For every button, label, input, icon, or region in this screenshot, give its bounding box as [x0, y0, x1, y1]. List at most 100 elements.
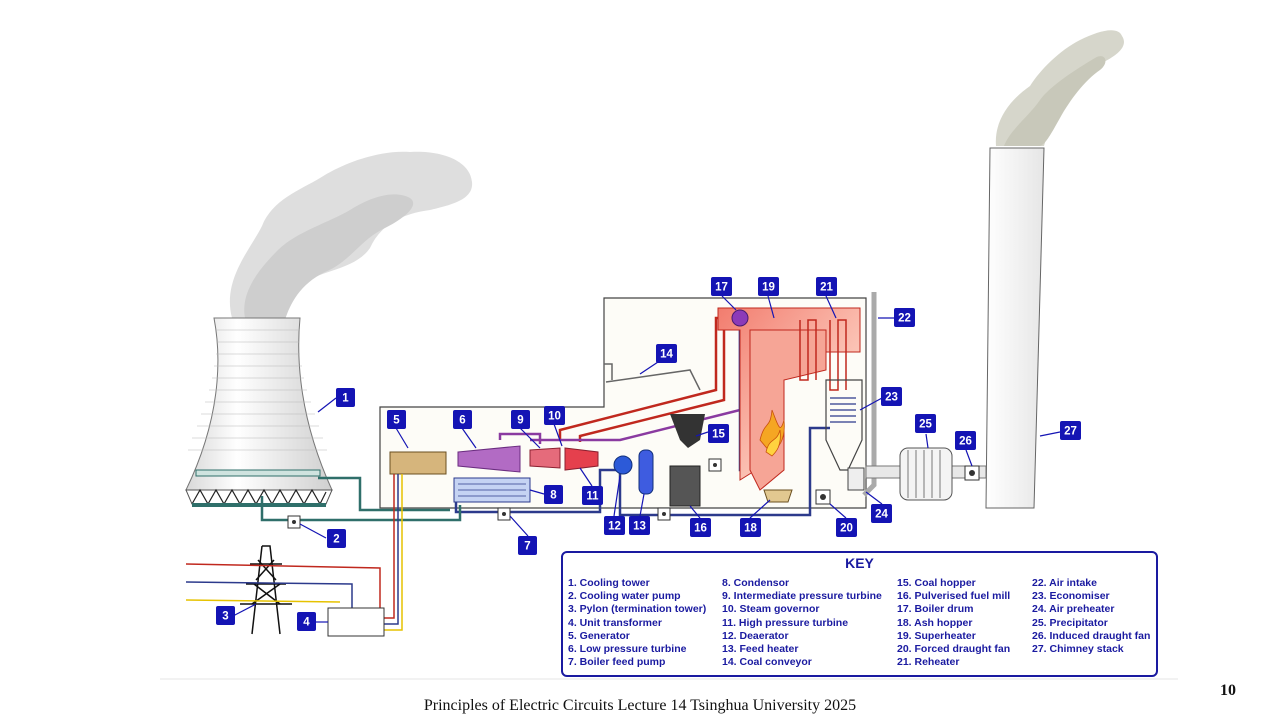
marker-20: 20 — [836, 518, 857, 537]
svg-text:7: 7 — [524, 541, 530, 553]
generator — [390, 452, 446, 474]
key-item: 20. Forced draught fan — [897, 643, 1010, 656]
marker-5: 5 — [387, 410, 406, 429]
key-item: 22. Air intake — [1032, 577, 1150, 590]
key-item: 25. Precipitator — [1032, 617, 1150, 630]
slide-footer: Principles of Electric Circuits Lecture … — [0, 697, 1280, 715]
key-item: 4. Unit transformer — [568, 617, 706, 630]
marker-25: 25 — [915, 414, 936, 433]
marker-2: 2 — [327, 529, 346, 548]
svg-text:20: 20 — [840, 523, 853, 535]
key-item: 12. Deaerator — [722, 630, 882, 643]
svg-text:3: 3 — [222, 611, 228, 623]
svg-text:12: 12 — [608, 521, 621, 533]
key-item: 23. Economiser — [1032, 590, 1150, 603]
marker-26: 26 — [955, 431, 976, 450]
diagram-key: KEY 1. Cooling tower 2. Cooling water pu… — [561, 551, 1158, 677]
deaerator — [614, 456, 632, 474]
marker-11: 11 — [582, 486, 603, 505]
svg-text:23: 23 — [885, 392, 898, 404]
marker-15: 15 — [708, 424, 729, 443]
steam-plume — [230, 152, 472, 320]
svg-text:27: 27 — [1064, 426, 1077, 438]
key-item: 8. Condensor — [722, 577, 882, 590]
marker-18: 18 — [740, 518, 761, 537]
svg-text:17: 17 — [715, 282, 728, 294]
cooling-tower — [186, 318, 332, 507]
svg-text:14: 14 — [660, 349, 673, 361]
marker-27: 27 — [1060, 421, 1081, 440]
svg-text:4: 4 — [303, 617, 310, 629]
air-preheater — [848, 468, 864, 490]
ash-hopper — [764, 490, 792, 502]
key-item: 11. High pressure turbine — [722, 617, 882, 630]
svg-text:2: 2 — [333, 534, 339, 546]
svg-text:25: 25 — [919, 419, 932, 431]
hp-turbine — [565, 448, 598, 470]
svg-text:18: 18 — [744, 523, 757, 535]
svg-text:1: 1 — [342, 393, 349, 405]
key-item: 21. Reheater — [897, 656, 1010, 669]
marker-19: 19 — [758, 277, 779, 296]
key-item: 6. Low pressure turbine — [568, 643, 706, 656]
fuel-mill — [670, 466, 700, 506]
page-number: 10 — [1208, 682, 1248, 700]
svg-text:15: 15 — [712, 429, 725, 441]
svg-text:5: 5 — [393, 415, 400, 427]
marker-16: 16 — [690, 518, 711, 537]
marker-3: 3 — [216, 606, 235, 625]
marker-6: 6 — [453, 410, 472, 429]
key-column-4: 22. Air intake 23. Economiser 24. Air pr… — [1032, 577, 1150, 656]
svg-text:21: 21 — [820, 282, 833, 294]
svg-text:24: 24 — [875, 509, 888, 521]
marker-13: 13 — [629, 516, 650, 535]
svg-text:6: 6 — [459, 415, 465, 427]
marker-22: 22 — [894, 308, 915, 327]
marker-9: 9 — [511, 410, 530, 429]
boiler-drum — [732, 310, 748, 326]
key-title: KEY — [563, 555, 1156, 571]
key-column-3: 15. Coal hopper 16. Pulverised fuel mill… — [897, 577, 1010, 669]
svg-text:16: 16 — [694, 523, 707, 535]
key-item: 2. Cooling water pump — [568, 590, 706, 603]
marker-17: 17 — [711, 277, 732, 296]
key-item: 9. Intermediate pressure turbine — [722, 590, 882, 603]
marker-8: 8 — [544, 485, 563, 504]
svg-text:26: 26 — [959, 436, 972, 448]
unit-transformer — [328, 608, 384, 636]
key-item: 18. Ash hopper — [897, 617, 1010, 630]
key-item: 13. Feed heater — [722, 643, 882, 656]
key-column-2: 8. Condensor 9. Intermediate pressure tu… — [722, 577, 882, 669]
key-item: 16. Pulverised fuel mill — [897, 590, 1010, 603]
chimney-smoke — [996, 30, 1124, 146]
chimney-stack — [986, 148, 1044, 508]
key-item: 17. Boiler drum — [897, 603, 1010, 616]
key-item: 19. Superheater — [897, 630, 1010, 643]
key-item: 27. Chimney stack — [1032, 643, 1150, 656]
key-column-1: 1. Cooling tower 2. Cooling water pump 3… — [568, 577, 706, 669]
transmission-lines — [186, 564, 380, 610]
svg-text:10: 10 — [548, 411, 561, 423]
marker-23: 23 — [881, 387, 902, 406]
svg-text:13: 13 — [633, 521, 646, 533]
key-item: 15. Coal hopper — [897, 577, 1010, 590]
ip-turbine — [530, 448, 560, 468]
pylon — [240, 546, 292, 634]
key-item: 14. Coal conveyor — [722, 656, 882, 669]
marker-4: 4 — [297, 612, 316, 631]
svg-text:9: 9 — [517, 415, 523, 427]
svg-text:11: 11 — [586, 491, 599, 503]
key-item: 1. Cooling tower — [568, 577, 706, 590]
marker-10: 10 — [544, 406, 565, 425]
svg-text:8: 8 — [550, 490, 557, 502]
marker-1: 1 — [336, 388, 355, 407]
key-item: 5. Generator — [568, 630, 706, 643]
marker-24: 24 — [871, 504, 892, 523]
feed-heater — [639, 450, 653, 494]
marker-14: 14 — [656, 344, 677, 363]
marker-7: 7 — [518, 536, 537, 555]
svg-text:19: 19 — [762, 282, 775, 294]
marker-12: 12 — [604, 516, 625, 535]
key-item: 24. Air preheater — [1032, 603, 1150, 616]
key-item: 26. Induced draught fan — [1032, 630, 1150, 643]
